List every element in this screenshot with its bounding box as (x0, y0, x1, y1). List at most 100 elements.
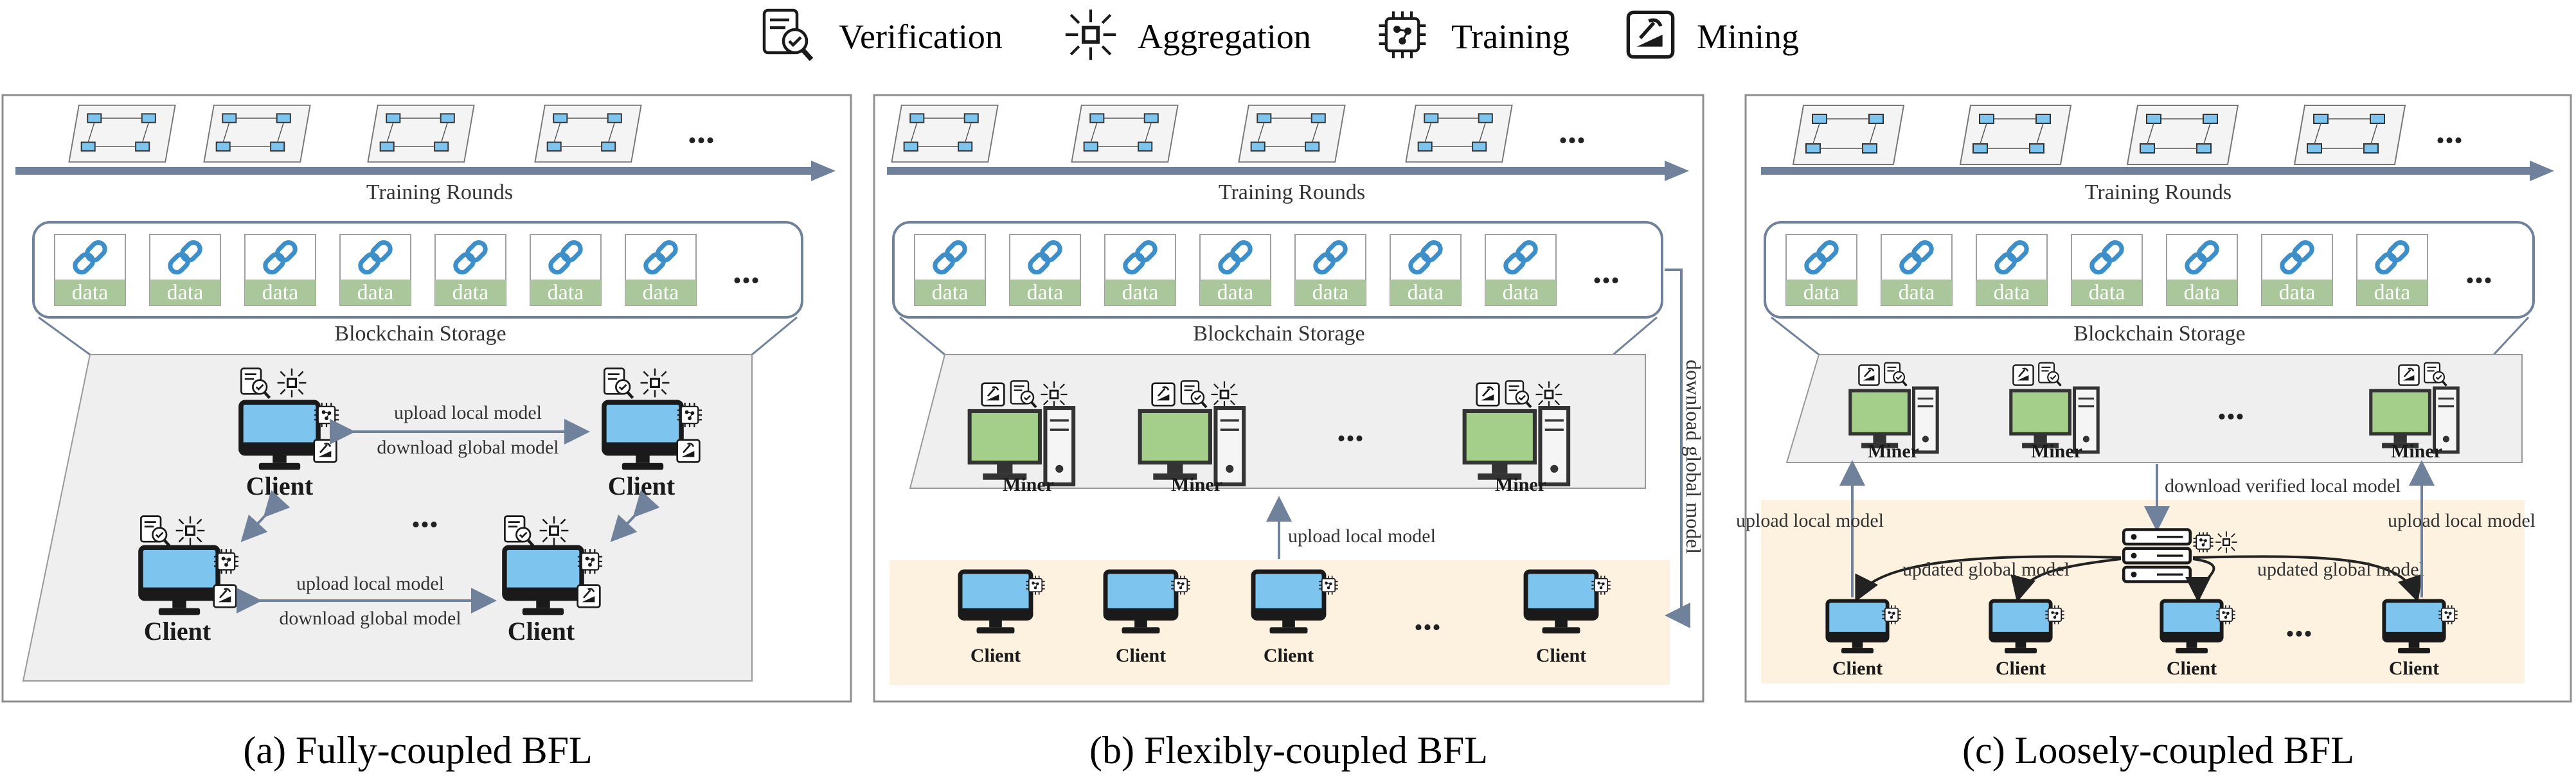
miner-node: Miner (1465, 380, 1569, 495)
ellipsis: ... (2285, 604, 2312, 644)
block-data-label: data (2279, 281, 2316, 304)
round-tile (891, 104, 999, 163)
upload-local-model-label: upload local model (1288, 525, 1436, 547)
block-data-label: data (2184, 281, 2221, 304)
client-label: Client (1536, 645, 1586, 666)
download-global-model-label: download global model (279, 608, 461, 629)
miner-node: Miner (1850, 362, 1937, 462)
round-tile (1238, 104, 1346, 163)
client-node: Client (141, 516, 240, 646)
client-label: Client (2167, 658, 2217, 679)
blockchain-storage-label: Blockchain Storage (334, 322, 506, 346)
miner-node: Miner (1140, 380, 1244, 495)
block-data-label: data (1312, 281, 1349, 304)
legend-label-mining: Mining (1697, 17, 1799, 56)
upload-label-left: upload local model (1736, 510, 1884, 531)
training-icon (1379, 12, 1426, 58)
download-global-model-label: download global model (1682, 360, 1705, 554)
legend-label-aggregation: Aggregation (1138, 17, 1311, 56)
client-label: Client (508, 617, 575, 646)
timeline-arrowhead (811, 161, 836, 181)
block-data-label: data (2089, 281, 2125, 304)
blockchain-storage-box (1764, 221, 2535, 319)
miner-node: Miner (2011, 362, 2098, 462)
download-verified-local-model-label: download verified local model (2165, 475, 2401, 497)
miner-label: Miner (1003, 474, 1054, 495)
block-data-label: data (1217, 281, 1254, 304)
upload-label-right: upload local model (2388, 510, 2536, 531)
round-tile (1405, 104, 1513, 163)
training-rounds-label: Training Rounds (366, 181, 513, 204)
block-data-label: data (452, 281, 489, 304)
verification-icon (764, 10, 812, 60)
block-data-label: data (167, 281, 204, 304)
panel-b: ... Training Rounds data data data data data… (873, 94, 1705, 772)
caption-b: (b) Flexibly-coupled BFL (1089, 729, 1488, 772)
download-global-model-label: download global model (377, 437, 559, 458)
legend-label-training: Training (1451, 17, 1570, 56)
client-label: Client (1264, 645, 1314, 666)
caption-a: (a) Fully-coupled BFL (243, 729, 592, 772)
miner-label: Miner (1171, 474, 1222, 495)
updated-global-model-label: updated global model (2257, 559, 2424, 580)
client-label: Client (144, 617, 211, 646)
upload-local-model-label: upload local model (394, 402, 542, 423)
download-global-model-arrow (1665, 269, 1690, 628)
ellipsis: ... (2217, 387, 2244, 427)
round-tile (1959, 104, 2072, 166)
server-icon (2124, 530, 2190, 582)
block-data-label: data (643, 281, 679, 304)
client-label: Client (970, 645, 1021, 666)
mining-icon (1628, 12, 1672, 57)
block-data-label: data (1994, 281, 2030, 304)
round-tile (1792, 104, 1905, 166)
client-node: Client (505, 516, 604, 646)
ellipsis: ... (411, 495, 438, 535)
round-tile (1071, 104, 1179, 163)
upload-local-model-label: upload local model (1736, 510, 1884, 531)
miner-node: Miner (970, 380, 1074, 495)
blockchain-storage-label: Blockchain Storage (1193, 322, 1364, 346)
blockchain-storage-box (892, 221, 1663, 319)
ellipsis: ... (1559, 111, 1586, 151)
round-tile (2126, 104, 2239, 166)
panel-a-rounds: ... Training Rounds (15, 104, 836, 204)
client-label: Client (246, 472, 314, 500)
legend-label-verification: Verification (839, 17, 1003, 56)
panel-b-rounds: ... Training Rounds (887, 104, 1689, 204)
block-data-label: data (1503, 281, 1539, 304)
miner-label: Miner (1868, 441, 1919, 462)
round-tile (203, 104, 311, 163)
block-data-label: data (932, 281, 969, 304)
round-tile (2293, 104, 2406, 166)
block-data-label: data (2374, 281, 2411, 304)
aggregation-icon (1066, 10, 1116, 60)
block-data-label: data (1027, 281, 1064, 304)
upload-local-model-label: upload local model (2388, 510, 2536, 531)
block-data-label: data (72, 281, 109, 304)
blockchain-storage-box (32, 221, 803, 319)
round-tile (367, 104, 475, 163)
ellipsis: ... (733, 251, 760, 291)
ellipsis: ... (1593, 251, 1620, 291)
round-tile (68, 104, 176, 163)
blockchain-storage-label: Blockchain Storage (2073, 322, 2245, 346)
panel-a: ... Training Rounds data data data data data… (1, 94, 852, 772)
round-tile (534, 104, 642, 163)
block-data-label: data (1408, 281, 1444, 304)
client-label: Client (608, 472, 675, 500)
block-data-label: data (1899, 281, 1935, 304)
miner-node: Miner (2371, 362, 2458, 462)
block-data-label: data (262, 281, 299, 304)
miner-platform (909, 354, 1646, 489)
miner-platform (1785, 354, 2523, 463)
ellipsis: ... (2465, 251, 2492, 291)
caption-c: (c) Loosely-coupled BFL (1962, 729, 2354, 772)
